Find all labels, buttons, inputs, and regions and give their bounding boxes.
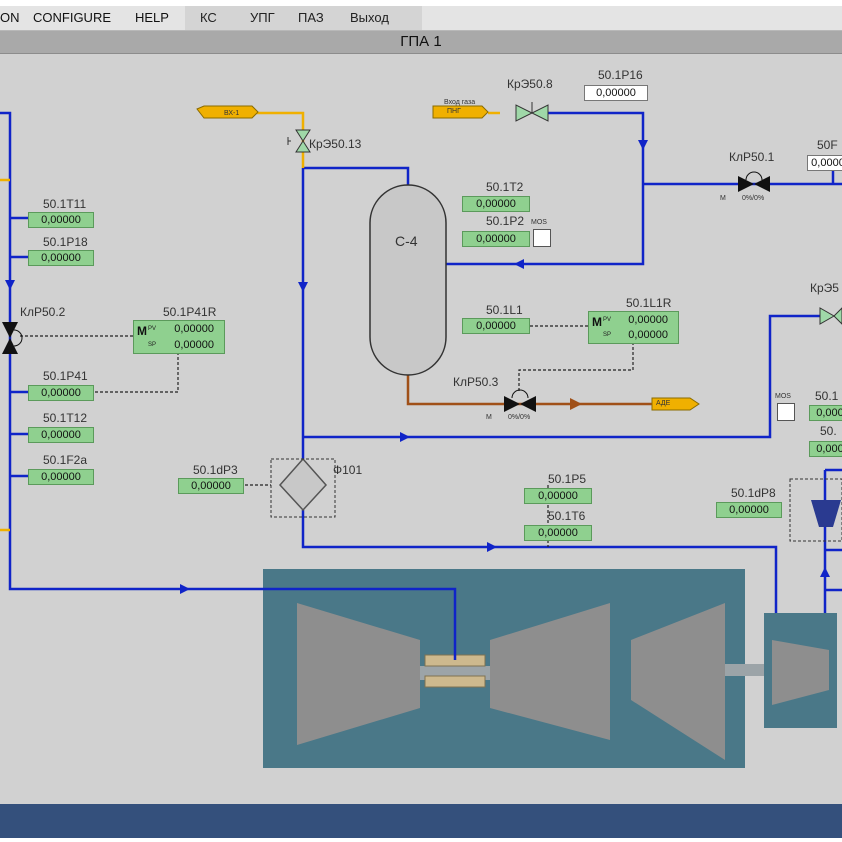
valve-kl3-mode: M — [486, 414, 492, 421]
menu-help[interactable]: HELP — [135, 10, 169, 25]
tag-f-right-label: 50F — [817, 138, 838, 152]
valve-kl1-pct: 0%/0% — [742, 195, 765, 202]
png-top-label: Вход газа — [444, 99, 476, 106]
bx-arrow — [196, 105, 259, 119]
tag-p5-value: 0,00000 — [524, 488, 592, 504]
valve-kl1-mode: M — [720, 195, 726, 202]
valve-kl3-label: КлР50.3 — [453, 375, 499, 389]
valve-kl3-pct: 0%/0% — [508, 414, 531, 421]
menu-ks[interactable]: КС — [200, 10, 217, 25]
mos-checkbox-2[interactable] — [777, 403, 795, 421]
tag-p2-label: 50.1P2 — [486, 214, 525, 228]
valve-kr13-label: КрЭ50.13 — [309, 137, 362, 151]
valve-kl2[interactable] — [2, 322, 23, 354]
tag-t2-value: 0,00000 — [462, 196, 530, 212]
menu-bar: ON CONFIGURE HELP КС УПГ ПАЗ Выход — [0, 6, 842, 31]
compressor-section — [297, 603, 420, 745]
valve-kl3[interactable] — [504, 389, 536, 412]
tag-p41-label: 50.1P41 — [43, 369, 88, 383]
separator-label: С-4 — [395, 233, 418, 249]
tag-dp3-value: 0,00000 — [178, 478, 244, 494]
png-label: ПНГ — [447, 108, 461, 115]
tag-dp8-label: 50.1dP8 — [731, 486, 776, 500]
tag-p18-label: 50.1P18 — [43, 235, 88, 249]
menu-exit[interactable]: Выход — [350, 10, 389, 25]
mos-checkbox-1[interactable] — [533, 229, 551, 247]
tag-t6-value: 0,00000 — [524, 525, 592, 541]
bx-label: ВХ-1 — [224, 110, 240, 117]
tag-t12-label: 50.1T12 — [43, 411, 88, 425]
power-turbine-section — [631, 603, 725, 760]
tag-p16-value: 0,00000 — [584, 85, 648, 101]
valve-kr8[interactable] — [515, 102, 549, 122]
tag-dp8-value: 0,00000 — [716, 502, 782, 518]
tag-t12-value: 0,00000 — [28, 427, 94, 443]
pid-l1r[interactable]: M PV SP 0,00000 0,00000 — [588, 311, 679, 344]
valve-kr13[interactable] — [287, 129, 311, 153]
tag-l1-value: 0,00000 — [462, 318, 530, 334]
ade-label: АДЕ — [656, 400, 671, 407]
tag-r1-label: 50.1 — [815, 389, 839, 403]
valve-kr-right-label: КрЭ5 — [810, 281, 839, 295]
filter-f101 — [278, 457, 328, 512]
mos-label-2: MOS — [775, 393, 791, 400]
tag-p18-value: 0,00000 — [28, 250, 94, 266]
bottom-border — [0, 838, 842, 842]
valve-kl1[interactable] — [738, 171, 770, 192]
page-title: ГПА 1 — [0, 31, 842, 54]
tag-f2a-value: 0,00000 — [28, 469, 94, 485]
filter-label: Ф101 — [333, 463, 363, 477]
valve-kl2-label: КлР50.2 — [20, 305, 66, 319]
tag-p16-label: 50.1P16 — [598, 68, 643, 82]
status-footer — [0, 804, 842, 838]
tag-r1-value: 0,000 — [809, 405, 842, 421]
tag-t6-label: 50.1T6 — [548, 509, 586, 523]
menu-paz[interactable]: ПАЗ — [298, 10, 324, 25]
filter-dp8 — [811, 500, 841, 527]
turbine-section — [490, 603, 610, 740]
tag-t11-label: 50.1T11 — [43, 197, 87, 211]
tag-r2-label: 50. — [820, 424, 837, 438]
valve-kr-right[interactable] — [819, 307, 842, 325]
valve-kl1-label: КлР50.1 — [729, 150, 775, 164]
tag-l1-label: 50.1L1 — [486, 303, 523, 317]
tag-r2-value: 0,000 — [809, 441, 842, 457]
tag-p2-value: 0,00000 — [462, 231, 530, 247]
pid-l1r-label: 50.1L1R — [626, 296, 672, 310]
png-arrow — [432, 105, 489, 119]
menu-configure[interactable]: CONFIGURE — [33, 10, 111, 25]
menu-on[interactable]: ON — [0, 10, 20, 25]
separator-c4 — [369, 184, 447, 376]
tag-f-right-value: 0,0000 — [807, 155, 842, 171]
tag-f2a-label: 50.1F2a — [43, 453, 88, 467]
valve-kr8-label: КрЭ50.8 — [507, 77, 553, 91]
tag-dp3-label: 50.1dP3 — [193, 463, 238, 477]
tag-t2-label: 50.1T2 — [486, 180, 524, 194]
pid-p41r-label: 50.1P41R — [163, 305, 217, 319]
tag-p41-value: 0,00000 — [28, 385, 94, 401]
tag-p5-label: 50.1P5 — [548, 472, 587, 486]
menu-upg[interactable]: УПГ — [250, 10, 275, 25]
mos-label-1: MOS — [531, 219, 547, 226]
ade-arrow — [651, 397, 700, 411]
pid-p41r[interactable]: M PV SP 0,00000 0,00000 — [133, 320, 225, 354]
menu-highlight — [185, 6, 422, 30]
tag-t11-value: 0,00000 — [28, 212, 94, 228]
